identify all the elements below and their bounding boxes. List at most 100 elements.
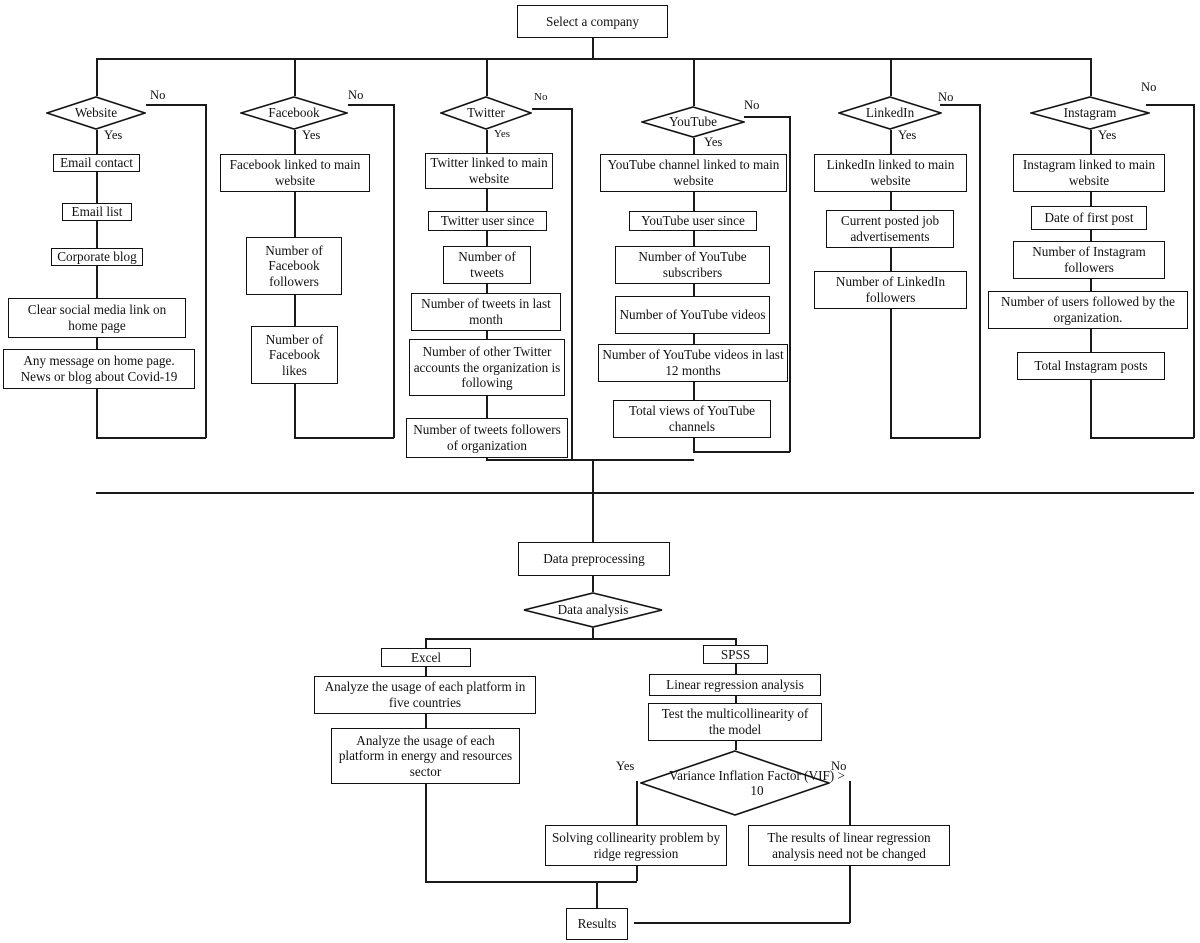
connector-facebook-1 — [294, 192, 296, 237]
connector-twitter-4 — [486, 331, 488, 339]
node-twitter-linked: Twitter linked to main website — [425, 153, 553, 189]
node-number-of-tweets: Number of tweets — [443, 246, 531, 284]
label-instagram-no: No — [1141, 80, 1157, 94]
connector-facebook-no-join — [294, 437, 394, 439]
connector-unchanged-to-results — [634, 922, 850, 924]
connector-twitter-no-h — [532, 108, 572, 110]
connector-website-4 — [96, 338, 98, 349]
decision-twitter[interactable]: Twitter — [440, 96, 532, 130]
connector-spss-2 — [735, 696, 737, 703]
connector-linkedin-2 — [890, 248, 892, 271]
connector-twitter-no-v — [571, 108, 573, 460]
node-facebook-followers: Number of Facebook followers — [246, 237, 342, 295]
node-excel-five-countries: Analyze the usage of each platform in fi… — [314, 676, 536, 714]
node-spss: SPSS — [703, 645, 768, 664]
decision-vif[interactable]: Variance Inflation Factor (VIF) > 10 — [640, 750, 845, 816]
connector-website-1 — [96, 172, 98, 203]
connector-facebook-2 — [294, 295, 296, 326]
connector-unchanged-down — [849, 866, 851, 923]
connector-vif-no — [849, 781, 851, 825]
connector-spss-3 — [735, 741, 737, 750]
connector-instagram-yes — [1090, 130, 1092, 154]
connector-to-excel — [425, 638, 427, 648]
connector-website-no-v — [205, 104, 207, 438]
connector-merge-down — [592, 459, 594, 492]
node-email-list: Email list — [62, 203, 132, 221]
connector-website-yes — [96, 130, 98, 154]
node-results: Results — [566, 908, 628, 940]
node-youtube-videos-last-12-months: Number of YouTube videos in last 12 mont… — [598, 344, 788, 382]
decision-linkedin[interactable]: LinkedIn — [838, 96, 942, 130]
connector-excel-tail-v — [425, 784, 427, 882]
connector-youtube-5 — [693, 382, 695, 400]
connector-youtube-no-join — [693, 451, 790, 453]
connector-linkedin-no-v — [979, 104, 981, 438]
node-linear-regression: Linear regression analysis — [649, 674, 821, 696]
label-facebook-no: No — [348, 88, 364, 102]
connector-preprocessing-to-analysis — [592, 576, 594, 592]
node-data-preprocessing: Data preprocessing — [518, 542, 670, 576]
connector-bus-to-preprocessing — [592, 492, 594, 542]
node-linkedin-followers: Number of LinkedIn followers — [814, 271, 967, 309]
connector-youtube-3 — [693, 284, 695, 296]
connector-linkedin-yes — [890, 130, 892, 154]
connector-facebook-tail — [294, 384, 296, 438]
node-instagram-followers: Number of Instagram followers — [1013, 241, 1165, 279]
node-excel: Excel — [381, 648, 471, 667]
connector-youtube-1 — [693, 192, 695, 211]
connector-excel-2 — [425, 714, 427, 728]
connector-twitter-yes — [486, 130, 488, 153]
label-vif-no: No — [831, 759, 847, 773]
node-twitter-user-since: Twitter user since — [428, 211, 547, 231]
connector-bus-to-instagram — [1090, 58, 1092, 96]
connector-website-2 — [96, 221, 98, 248]
decision-facebook[interactable]: Facebook — [240, 96, 348, 130]
connector-vif-yes — [636, 781, 638, 825]
connector-linkedin-1 — [890, 192, 892, 210]
connector-instagram-2 — [1090, 230, 1092, 241]
node-excel-energy-sector: Analyze the usage of each platform in en… — [331, 728, 520, 784]
connector-results-in — [596, 881, 598, 908]
connector-instagram-no-h — [1146, 104, 1194, 106]
connector-ridge-to-results — [636, 866, 638, 881]
connector-bus-to-linkedin — [890, 58, 892, 96]
connector-youtube-2 — [693, 231, 695, 246]
label-facebook-yes: Yes — [302, 128, 321, 142]
label-vif-yes: Yes — [616, 759, 635, 773]
node-facebook-linked: Facebook linked to main website — [220, 154, 370, 192]
node-youtube-videos: Number of YouTube videos — [615, 296, 770, 334]
node-results-unchanged: The results of linear regression analysi… — [748, 825, 950, 866]
node-ridge-regression: Solving collinearity problem by ridge re… — [545, 825, 727, 866]
decision-data-analysis[interactable]: Data analysis — [523, 592, 663, 628]
connector-twitter-3 — [486, 284, 488, 293]
connector-top-bus — [96, 58, 1091, 60]
connector-twitter-5 — [486, 396, 488, 418]
label-twitter-no: No — [534, 91, 548, 103]
connector-linkedin-no-h — [940, 104, 980, 106]
decision-instagram[interactable]: Instagram — [1030, 96, 1150, 130]
connector-bottom-bus — [96, 492, 1194, 494]
connector-twitter-youtube-merge — [486, 459, 694, 461]
connector-instagram-no-join — [1090, 437, 1194, 439]
connector-youtube-tail-v — [693, 438, 695, 452]
connector-analysis-down — [592, 628, 594, 639]
connector-website-no-h — [146, 104, 206, 106]
label-linkedin-no: No — [938, 90, 954, 104]
connector-youtube-no-h — [744, 116, 790, 118]
connector-youtube-no-v — [789, 116, 791, 452]
connector-excel-1 — [425, 667, 427, 676]
decision-website[interactable]: Website — [46, 96, 146, 130]
node-instagram-total-posts: Total Instagram posts — [1017, 352, 1165, 380]
connector-bus-to-website — [96, 58, 98, 96]
label-youtube-yes: Yes — [704, 135, 723, 149]
connector-website-tail — [96, 389, 98, 438]
connector-twitter-2 — [486, 231, 488, 246]
connector-start-down — [592, 38, 594, 58]
node-youtube-user-since: YouTube user since — [629, 211, 757, 231]
connector-instagram-tail — [1090, 380, 1092, 438]
connector-instagram-no-v — [1193, 104, 1195, 438]
decision-youtube[interactable]: YouTube — [641, 106, 745, 138]
connector-instagram-1 — [1090, 192, 1092, 206]
node-youtube-subscribers: Number of YouTube subscribers — [615, 246, 770, 284]
